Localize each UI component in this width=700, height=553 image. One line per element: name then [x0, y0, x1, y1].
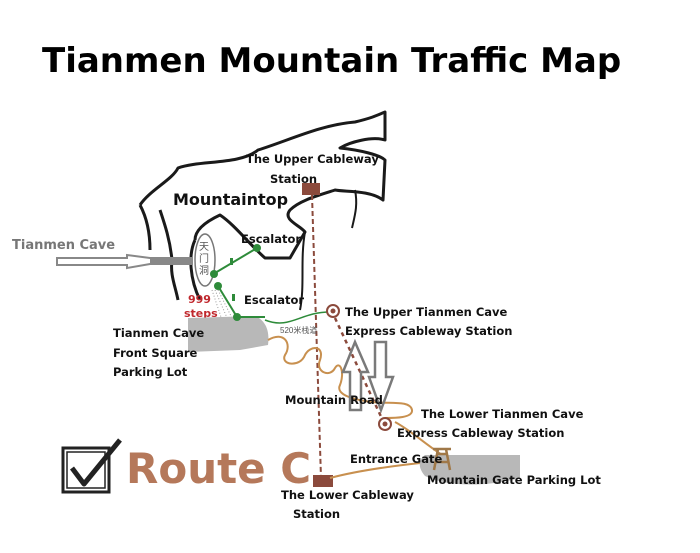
plank-road-label: 520米栈道 [280, 325, 317, 335]
upper-cableway-label-2: Station [270, 172, 317, 186]
tianmen-cave-arrow-icon [56, 253, 193, 270]
route-label: Route C [126, 444, 311, 493]
entrance-gate-label: Entrance Gate [350, 452, 442, 466]
cableway-line [311, 194, 322, 479]
lower-express-station-marker [378, 417, 392, 431]
entrance-gate-icon [432, 447, 452, 471]
front-square-label-2: Front Square [113, 346, 198, 360]
down-arrow-icon [367, 340, 395, 414]
lower-cableway-label-1: The Lower Cableway [281, 488, 414, 502]
checkbox-checked-icon [61, 438, 122, 494]
escalator-lower-label: Escalator [244, 293, 304, 307]
map-title: Tianmen Mountain Traffic Map [42, 41, 621, 81]
upper-cableway-label-1: The Upper Cableway [246, 152, 379, 166]
steps-label-1: 999 [188, 293, 211, 306]
up-arrow-icon [341, 338, 370, 412]
lower-express-label-1: The Lower Tianmen Cave [421, 407, 584, 421]
front-square-parking-lot [188, 316, 269, 352]
tianmen-cave-label: Tianmen Cave [12, 238, 115, 253]
gate-parking-label: Mountain Gate Parking Lot [427, 473, 601, 487]
lower-express-label-2: Express Cableway Station [397, 426, 564, 440]
escalator-upper-label: Escalator [241, 232, 301, 246]
upper-cableway-station-marker [302, 183, 320, 195]
mountain-outline [138, 110, 387, 311]
mountaintop-label: Mountaintop [173, 190, 288, 209]
front-square-label-3: Parking Lot [113, 365, 188, 379]
lower-cableway-station-marker [313, 475, 333, 487]
express-cableway-line [333, 317, 386, 424]
escalator-nodes [210, 244, 261, 321]
upper-express-station-marker [326, 304, 340, 318]
front-square-label-1: Tianmen Cave [113, 326, 204, 340]
upper-express-label-1: The Upper Tianmen Cave [345, 305, 508, 319]
mountain-road-label: Mountain Road [285, 393, 383, 407]
cave-char-1: 天 [199, 242, 209, 253]
lower-cableway-label-2: Station [293, 507, 340, 521]
cave-char-3: 洞 [199, 265, 209, 277]
cave-char-2: 门 [199, 252, 209, 265]
steps-icon [211, 289, 234, 321]
steps-label-2: steps [184, 307, 218, 320]
tianmen-cave-oval [194, 233, 216, 287]
upper-express-label-2: Express Cableway Station [345, 324, 512, 338]
